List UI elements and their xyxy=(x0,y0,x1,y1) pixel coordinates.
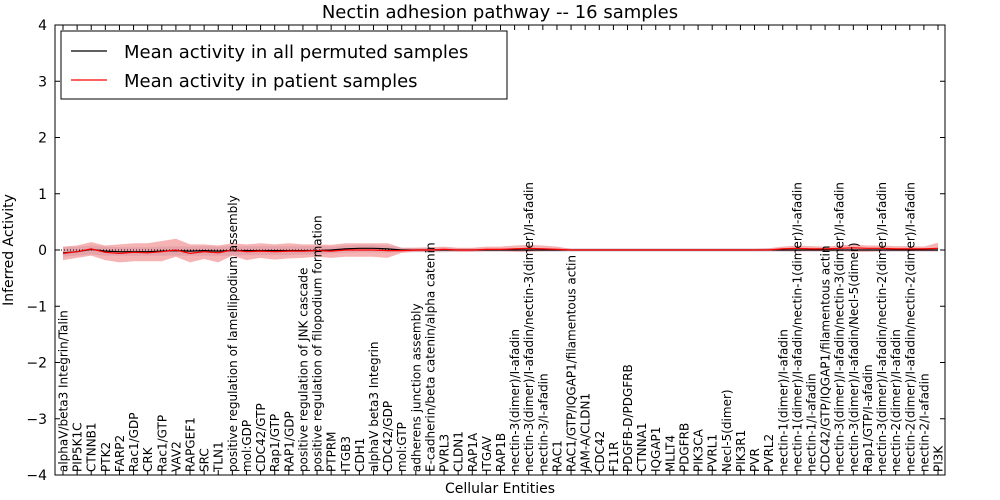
x-tick-label: CTNNA1 xyxy=(635,422,649,472)
x-tick-label: positive regulation of filopodium format… xyxy=(311,215,325,472)
x-tick-label: RAC1/GTP/IQGAP1/filamentous actin xyxy=(565,255,579,472)
x-tick-label: positive regulation of lamellipodium ass… xyxy=(226,195,240,472)
x-tick-label: IQGAP1 xyxy=(649,427,663,472)
legend: Mean activity in all permuted samples Me… xyxy=(60,30,508,100)
x-tick-label: nectin-3/I-afadin xyxy=(536,373,550,472)
x-tick-label: mol:GDP xyxy=(240,420,254,472)
series-lines xyxy=(55,247,945,255)
x-tick-label: CDH1 xyxy=(353,438,367,472)
x-tick-label: PDGFRB xyxy=(678,423,692,472)
x-tick-label: CDC42 xyxy=(593,431,607,472)
x-tick-label: VAV2 xyxy=(169,441,183,472)
y-tick-label: −1 xyxy=(26,299,47,315)
x-tick-label: PI3K xyxy=(932,445,946,472)
y-tick-label: 4 xyxy=(38,18,47,34)
x-tick-label: CDC42/GTP/IQGAP1/filamentous actin xyxy=(819,246,833,472)
x-tick-label: RAP1/GDP xyxy=(282,411,296,472)
x-tick-label: PIP5K1C xyxy=(71,422,85,472)
x-tick-label: RAPGEF1 xyxy=(184,417,198,472)
x-tick-label: PIK3R1 xyxy=(734,430,748,472)
y-tick-label: −3 xyxy=(26,412,47,428)
y-axis-label: Inferred Activity xyxy=(1,194,17,306)
x-tick-label: adherens junction assembly xyxy=(409,303,423,472)
x-tick-label: Rap1/GTP/I-afadin xyxy=(861,364,875,472)
x-tick-label: ITGB3 xyxy=(339,436,353,472)
plot-frame xyxy=(54,24,946,476)
x-tick-label: nectin-2/I-afadin xyxy=(917,373,931,472)
x-tick-label: alphaV beta3 Integrin xyxy=(367,341,381,472)
x-tick-label: F11R xyxy=(607,441,621,472)
x-tick-label: PTPRM xyxy=(325,431,339,472)
y-tick-label: 1 xyxy=(38,187,47,203)
x-tick-label: nectin-1(dimer)/I-afadin xyxy=(776,329,790,472)
x-tick-label: ITGAV xyxy=(480,435,494,472)
legend-label-patient: Mean activity in patient samples xyxy=(124,71,418,92)
x-tick-label: nectin-2(dimer)/I-afadin/nectin-2(dimer)… xyxy=(903,182,917,472)
y-tick-label: −2 xyxy=(26,356,47,372)
x-tick-label: mol:GTP xyxy=(395,422,409,472)
x-tick-label: PTK2 xyxy=(99,442,113,472)
x-tick-label: nectin-3(dimer)/I-afadin/nectin-3(dimer)… xyxy=(522,182,536,472)
legend-box xyxy=(60,30,508,100)
x-tick-label: nectin-3(dimer)/I-afadin/nectin-2(dimer)… xyxy=(875,182,889,472)
x-tick-label: CLDN1 xyxy=(452,431,466,472)
series-line-patient xyxy=(62,247,939,255)
y-tick-label: −4 xyxy=(26,468,47,484)
x-tick-label: RAP1A xyxy=(466,432,480,472)
x-tick-label: alphaV/beta3 Integrin/Talin xyxy=(57,310,71,472)
x-tick-label: SRC xyxy=(198,448,212,472)
x-tick-label: PDGFB-D/PDGFRB xyxy=(621,364,635,472)
y-tick-label: 3 xyxy=(38,74,47,90)
x-tick-label: CTNNB1 xyxy=(85,422,99,472)
x-tick-label: E-cadherin/beta catenin/alpha catenin xyxy=(423,242,437,472)
x-tick-label: FARP2 xyxy=(113,435,127,472)
x-tick-label: nectin-2(dimer)/I-afadin xyxy=(889,329,903,472)
x-tick-label: JAM-A/CLDN1 xyxy=(579,393,593,473)
x-tick-label: Rap1/GTP xyxy=(268,414,282,472)
y-tick-label: 0 xyxy=(38,243,47,259)
x-tick-label: TLN1 xyxy=(212,441,226,473)
x-tick-label: PVRL3 xyxy=(438,434,452,472)
x-tick-label: nectin-3(dimer)/I-afadin/Necl-5(dimer) xyxy=(847,242,861,472)
x-tick-label: nectin-1/I-afadin xyxy=(805,373,819,472)
x-tick-label: MLLT4 xyxy=(663,435,677,472)
x-tick-label: nectin-1(dimer)/I-afadin/nectin-1(dimer)… xyxy=(790,182,804,472)
x-tick-label: PVR xyxy=(748,448,762,472)
legend-label-permuted: Mean activity in all permuted samples xyxy=(124,42,468,63)
x-tick-label: CRK xyxy=(141,446,155,472)
x-tick-label: PVRL2 xyxy=(762,434,776,472)
x-tick-label: Necl-5(dimer) xyxy=(720,389,734,472)
x-axis-label: Cellular Entities xyxy=(445,481,555,497)
y-axis: −4 −3 −2 −1 0 1 2 3 4 xyxy=(26,18,945,484)
x-tick-label: PIK3CA xyxy=(692,428,706,472)
x-tick-label: positive regulation of JNK cascade xyxy=(296,268,310,472)
chart-title: Nectin adhesion pathway -- 16 samples xyxy=(322,2,678,23)
x-tick-label: RAP1B xyxy=(494,433,508,472)
x-tick-label: nectin-3(dimer)/I-afadin xyxy=(508,329,522,472)
x-tick-label: CDC42/GTP xyxy=(254,403,268,472)
x-tick-label: Rac1/GDP xyxy=(127,413,141,472)
x-tick-label: Rac1/GTP xyxy=(155,415,169,472)
x-tick-label: PVRL1 xyxy=(706,434,720,472)
x-tick-label: nectin-3(dimer)/I-afadin/nectin-3(dimer)… xyxy=(833,182,847,472)
y-tick-label: 2 xyxy=(38,131,47,147)
x-tick-label: RAC1 xyxy=(551,440,565,472)
x-tick-label: CDC42/GDP xyxy=(381,401,395,472)
